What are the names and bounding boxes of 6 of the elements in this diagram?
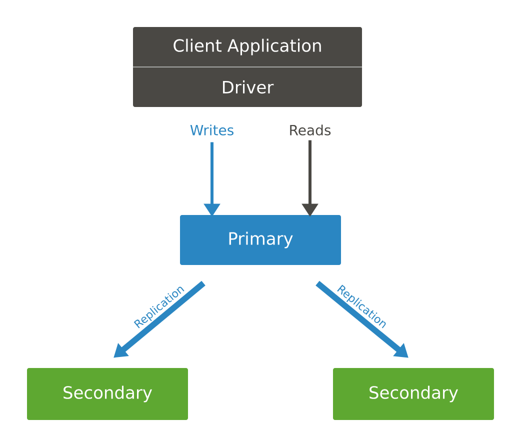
edge-label: Reads [288, 124, 332, 136]
secondary-box: Secondary [27, 368, 188, 420]
application-box: Client Application Driver [132, 27, 362, 107]
primary-box: Primary [180, 215, 341, 265]
edge-label: Writes [188, 124, 236, 136]
secondary-box: Secondary [333, 368, 494, 420]
